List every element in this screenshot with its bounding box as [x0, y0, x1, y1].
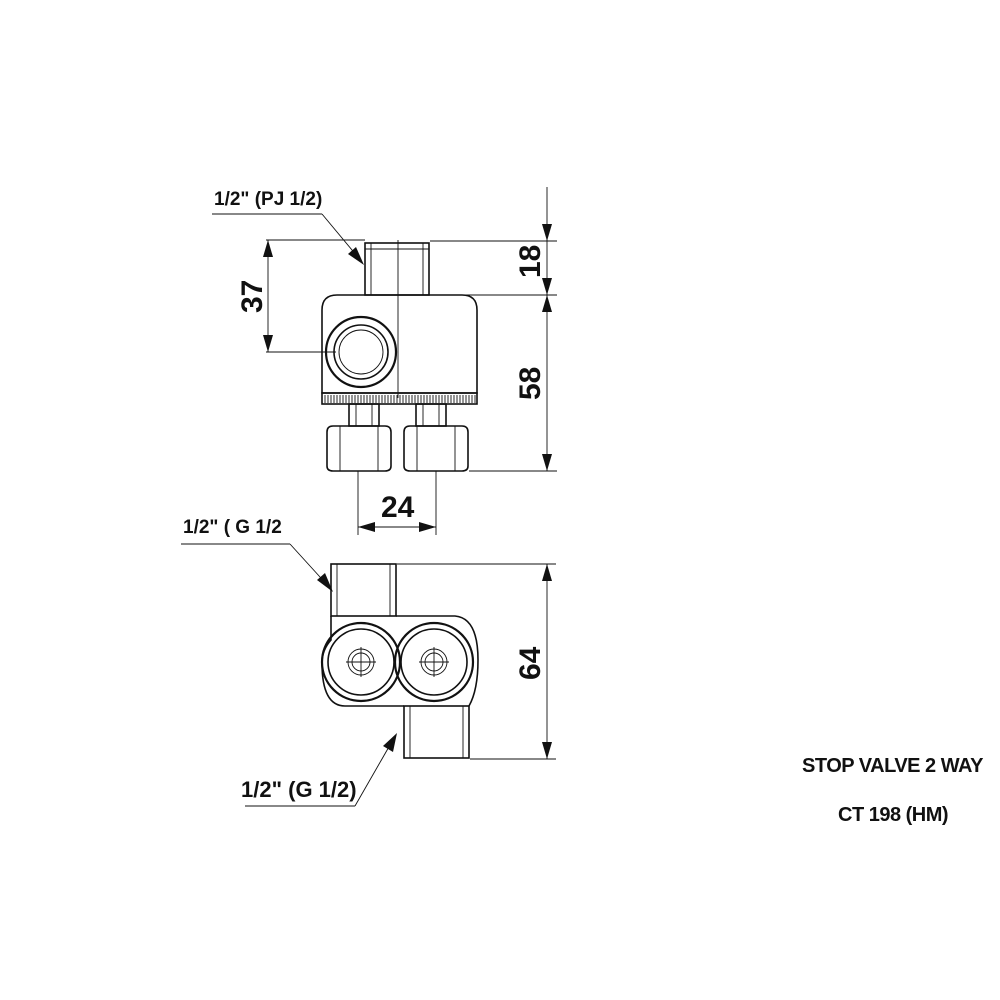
plan-view — [320, 563, 479, 759]
top-inlet-callout: 1/2" (PJ 1/2) — [212, 189, 364, 265]
dim-18: 18 — [514, 245, 547, 278]
knurled-ring — [321, 392, 478, 405]
plan-dimensions: 64 — [397, 563, 556, 760]
bottom-outlet-callout: 1/2" (G 1/2) — [241, 733, 397, 807]
hex-nuts — [326, 425, 469, 472]
valve-bonnet-left — [320, 621, 402, 703]
drawing-title: STOP VALVE 2 WAY — [802, 755, 983, 777]
dim-37: 37 — [236, 280, 269, 313]
plan-inlet-fitting — [330, 563, 397, 617]
valve-bonnet-right — [393, 621, 475, 703]
model-number: CT 198 (HM) — [838, 804, 949, 826]
top-inlet-label: 1/2" (PJ 1/2) — [214, 189, 322, 210]
side-port — [324, 315, 398, 389]
front-dimensions: 18 58 37 24 — [236, 187, 557, 535]
top-threaded-nipple — [364, 242, 430, 296]
bottom-outlet-label: 1/2" (G 1/2) — [241, 777, 357, 802]
dim-64: 64 — [514, 646, 547, 680]
side-inlet-label: 1/2" ( G 1/2 — [183, 517, 282, 538]
plan-outlet-fitting — [403, 705, 470, 759]
dim-58: 58 — [514, 367, 547, 400]
valve-stems — [348, 403, 447, 427]
dim-24: 24 — [381, 491, 415, 524]
front-view — [321, 240, 478, 472]
side-inlet-callout: 1/2" ( G 1/2 — [181, 517, 333, 592]
